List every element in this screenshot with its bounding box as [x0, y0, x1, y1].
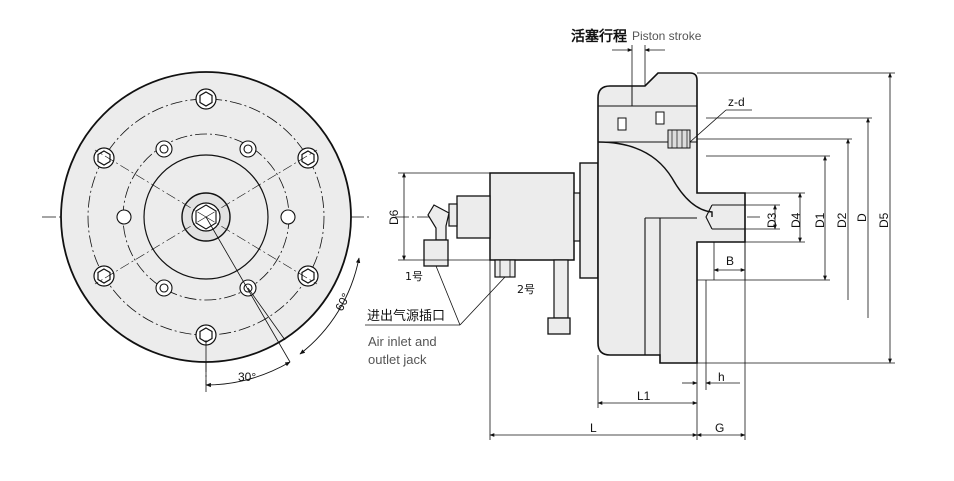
dim-L-label: L [590, 421, 597, 435]
angle-30-label: 30° [238, 370, 256, 384]
dim-G-label: G [715, 421, 724, 435]
air-jack-en-line1: Air inlet and [368, 334, 437, 349]
angle-60-label: 60° [332, 291, 353, 314]
dim-L1-label: L1 [637, 389, 651, 403]
adapter-plate [579, 162, 599, 279]
dimension-lines [365, 45, 895, 440]
air-jack-en-line2: outlet jack [368, 352, 427, 367]
piston-stroke-en-label: Piston stroke [632, 29, 702, 43]
rotary-joint [489, 172, 575, 261]
dim-D4-label: D4 [789, 212, 803, 228]
dim-D2-label: D2 [835, 212, 849, 228]
dim-D3-label: D3 [765, 212, 779, 228]
zd-label: z-d [728, 95, 745, 109]
port-1-label: 1号 [405, 270, 423, 283]
inner-bolt-holes [116, 140, 296, 297]
dim-D-label: D [855, 213, 869, 222]
dim-D1-label: D1 [813, 212, 827, 228]
dim-B-label: B [726, 254, 734, 268]
port-2-label: 2号 [517, 283, 535, 296]
side-view [395, 72, 760, 364]
dim-D5-label: D5 [877, 212, 891, 228]
dim-D6-label: D6 [387, 209, 401, 225]
air-jack-cn-label: 进出气源插口 [367, 308, 445, 324]
front-view [42, 71, 372, 392]
dim-h-label: h [718, 370, 725, 384]
piston-stroke-cn-label: 活塞行程 [571, 28, 627, 45]
